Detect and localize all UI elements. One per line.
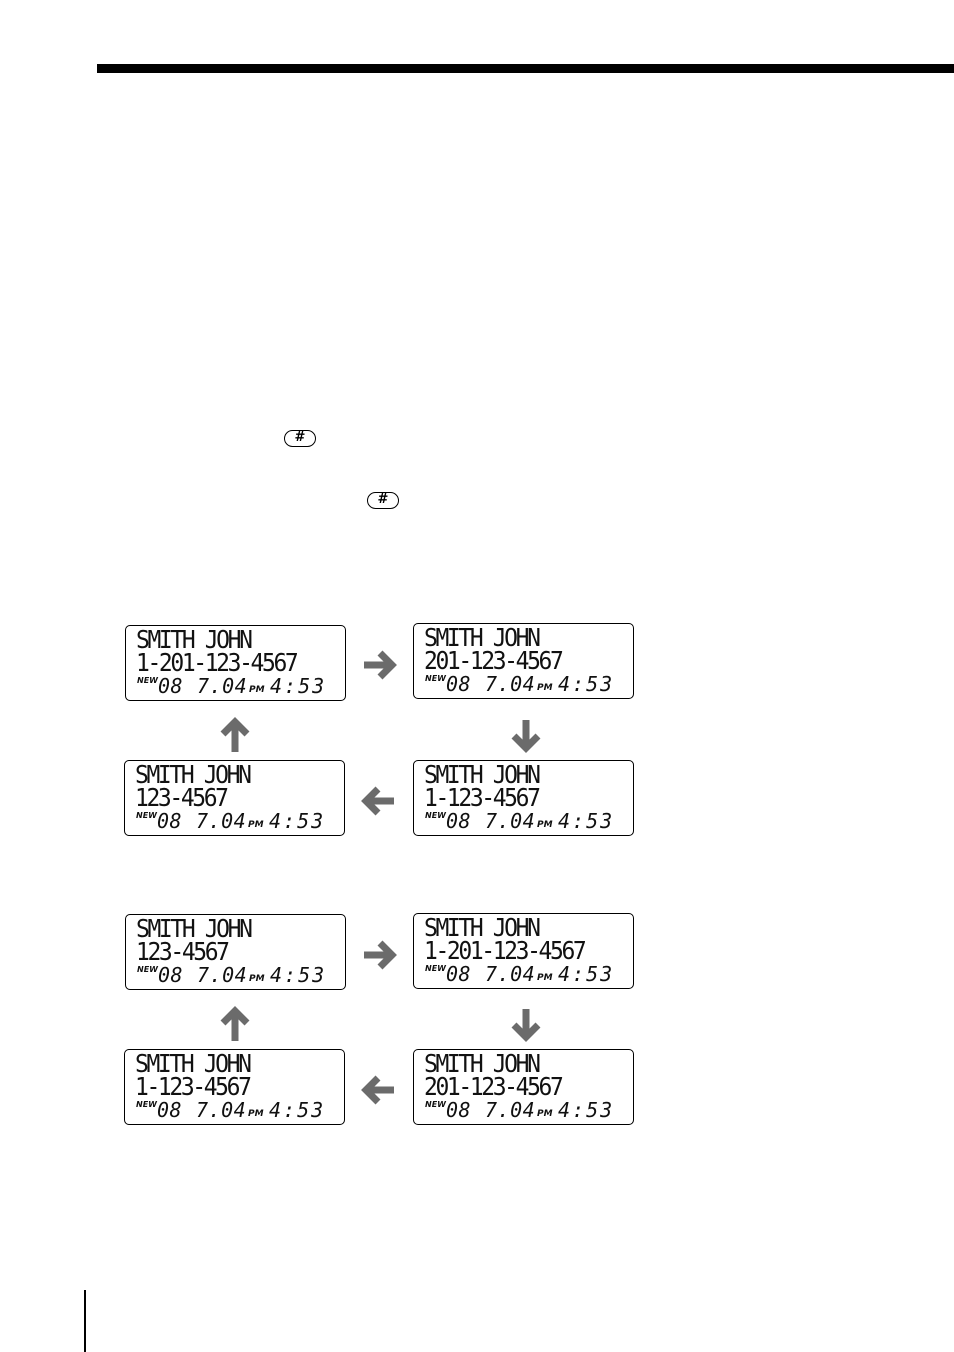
lcd-name: SMITH JOHN (135, 760, 252, 789)
lcd-ampm: PM (248, 1109, 264, 1119)
lcd-ampm: PM (248, 820, 264, 830)
lcd-number: 1-201-123-4567 (424, 936, 587, 965)
lcd-time: 4:53 (558, 962, 615, 986)
lcd-time: 4:53 (269, 809, 326, 833)
lcd-count: 08 (446, 1098, 472, 1122)
lcd-date: 7.04 (197, 674, 248, 698)
lcd-number: 1-123-4567 (135, 1072, 252, 1101)
new-indicator: NEW (137, 965, 158, 974)
new-indicator: NEW (425, 964, 446, 973)
lcd-time: 4:53 (558, 672, 615, 696)
lcd-date: 7.04 (485, 672, 536, 696)
lcd-date: 7.04 (197, 963, 248, 987)
arrow-up-icon (220, 1006, 250, 1041)
lcd-name: SMITH JOHN (136, 914, 253, 943)
lcd-date: 7.04 (485, 1098, 536, 1122)
arrow-up-icon (220, 717, 250, 752)
lcd-date: 7.04 (196, 809, 247, 833)
lcd-ampm: PM (249, 974, 265, 984)
lcd-number: 201-123-4567 (424, 646, 564, 675)
lcd-ampm: PM (537, 973, 553, 983)
new-indicator: NEW (136, 1100, 157, 1109)
arrow-left-icon (361, 1075, 394, 1105)
hash-key-icon: # (367, 492, 399, 509)
lcd-date: 7.04 (196, 1098, 247, 1122)
lcd-name: SMITH JOHN (424, 913, 541, 942)
lcd-name: SMITH JOHN (424, 760, 541, 789)
header-rule (97, 64, 954, 73)
lcd-name: SMITH JOHN (135, 1049, 252, 1078)
arrow-right-icon (364, 650, 397, 680)
lcd-number: 1-123-4567 (424, 783, 541, 812)
lcd-count: 08 (158, 963, 184, 987)
new-indicator: NEW (425, 674, 446, 683)
lcd-name: SMITH JOHN (136, 625, 253, 654)
lcd-count: 08 (446, 672, 472, 696)
lcd-date: 7.04 (485, 962, 536, 986)
lcd-count: 08 (446, 809, 472, 833)
new-indicator: NEW (136, 811, 157, 820)
arrow-down-icon (511, 1009, 541, 1042)
lcd-number: 123-4567 (136, 937, 230, 966)
lcd-count: 08 (446, 962, 472, 986)
lcd-time: 4:53 (270, 963, 327, 987)
lcd-time: 4:53 (270, 674, 327, 698)
arrow-down-icon (511, 720, 541, 753)
lcd-count: 08 (157, 1098, 183, 1122)
new-indicator: NEW (137, 676, 158, 685)
lcd-time: 4:53 (269, 1098, 326, 1122)
lcd-number: 201-123-4567 (424, 1072, 564, 1101)
lcd-time: 4:53 (558, 1098, 615, 1122)
lcd-number: 1-201-123-4567 (136, 648, 299, 677)
lcd-ampm: PM (249, 685, 265, 695)
arrow-left-icon (361, 786, 394, 816)
arrow-right-icon (364, 940, 397, 970)
lcd-count: 08 (157, 809, 183, 833)
new-indicator: NEW (425, 1100, 446, 1109)
page-margin-rule (84, 1290, 86, 1352)
lcd-count: 08 (158, 674, 184, 698)
lcd-time: 4:53 (558, 809, 615, 833)
lcd-number: 123-4567 (135, 783, 229, 812)
hash-key-icon: # (284, 430, 316, 447)
lcd-ampm: PM (537, 1109, 553, 1119)
lcd-ampm: PM (537, 820, 553, 830)
lcd-date: 7.04 (485, 809, 536, 833)
lcd-name: SMITH JOHN (424, 1049, 541, 1078)
lcd-name: SMITH JOHN (424, 623, 541, 652)
new-indicator: NEW (425, 811, 446, 820)
lcd-ampm: PM (537, 683, 553, 693)
